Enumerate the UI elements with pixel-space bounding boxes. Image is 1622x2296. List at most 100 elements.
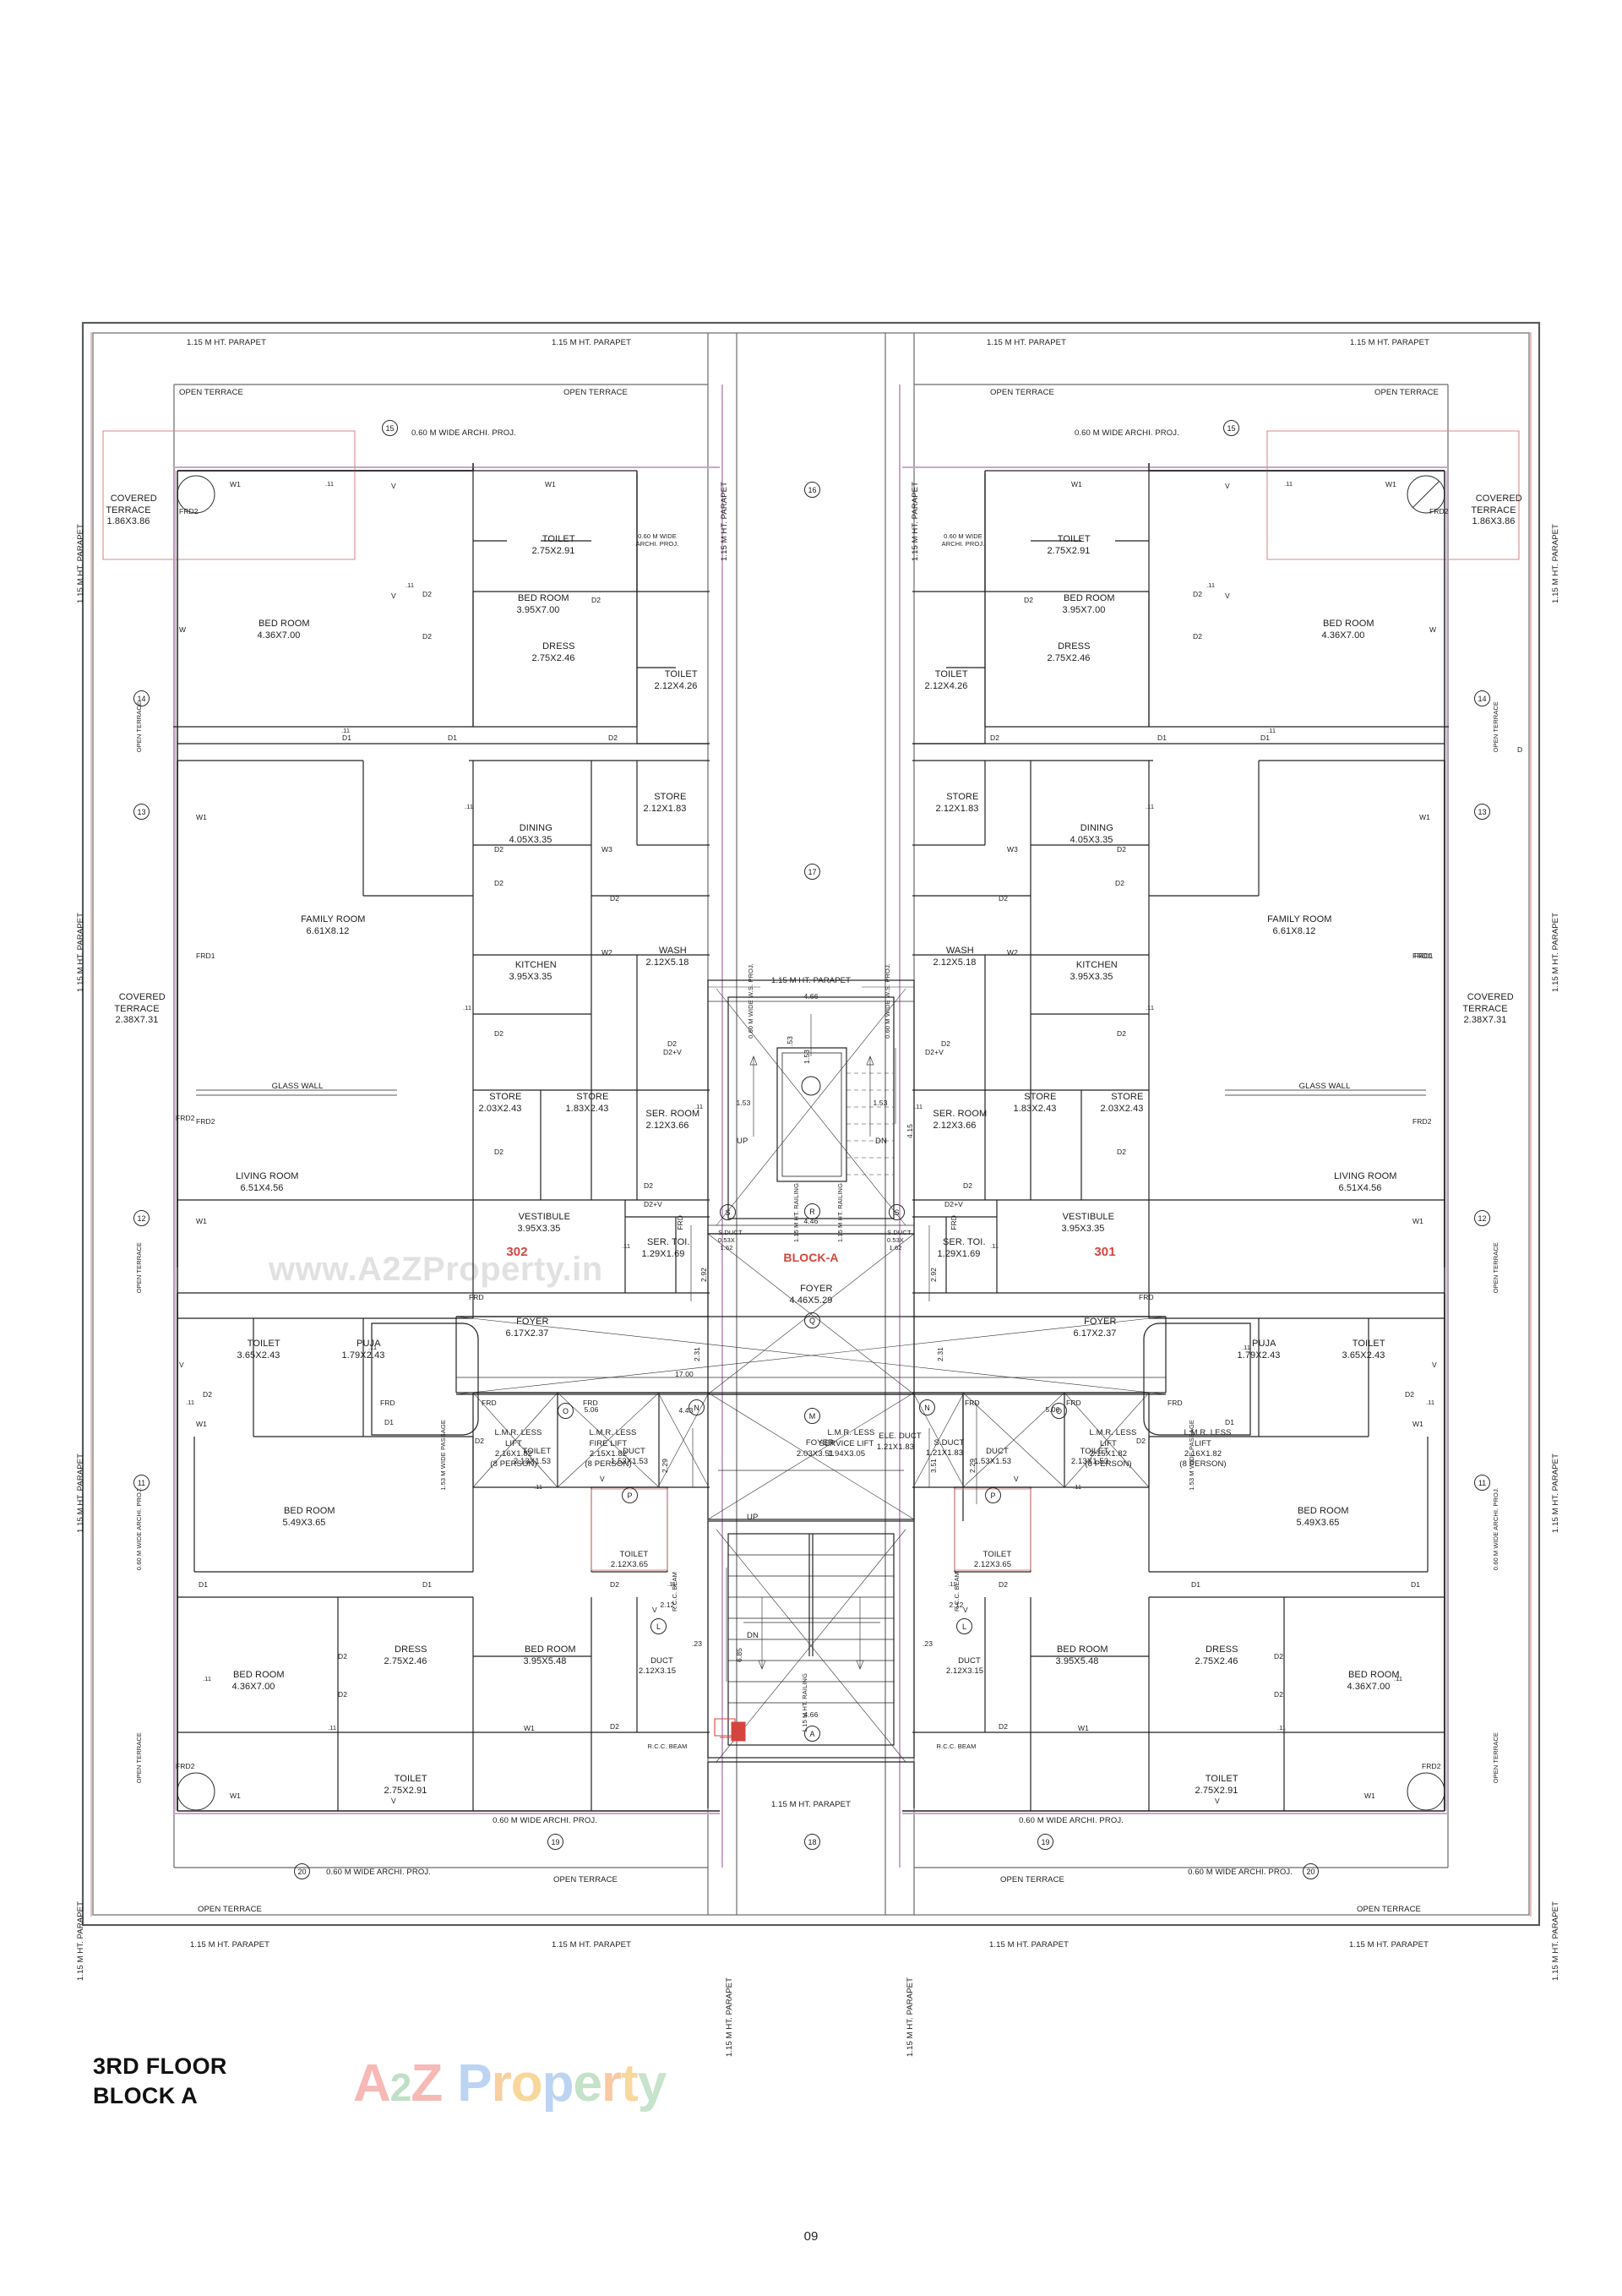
- archi-proj-label: 0.60 M WIDE ARCHI. PROJ.: [326, 1868, 431, 1877]
- window-tag: W1: [1385, 480, 1396, 488]
- door-tag: D2+V: [944, 1200, 963, 1208]
- open-terrace-label-vertical: OPEN TERRACE: [135, 1242, 143, 1294]
- block-label: BLOCK-A: [783, 1251, 839, 1264]
- door-tag: D2+V: [644, 1200, 662, 1208]
- vent-tag: V: [1432, 1361, 1437, 1369]
- archi-proj-label: 0.60 M WIDE ARCHI. PROJ.: [1075, 428, 1179, 438]
- railing-label: 1.15 M HT. RAILING: [792, 1183, 800, 1243]
- grid-marker: P: [622, 1487, 638, 1503]
- door-tag: D2: [338, 1690, 348, 1699]
- parapet-label-vertical: 1.15 M HT. PARAPET: [720, 482, 729, 562]
- door-tag: D2: [963, 1181, 973, 1190]
- dimension-value: 2.29: [661, 1459, 669, 1473]
- door-tag: FRD: [1139, 1293, 1154, 1301]
- door-tag: FRD1: [196, 952, 215, 960]
- railing-label: 1.15 M HT. RAILING: [801, 1673, 808, 1733]
- door-tag: FRD1: [1412, 952, 1432, 960]
- grid-marker: 12: [133, 1210, 150, 1226]
- ws-proj-label: 0.60 M WIDE W.S. PROJ.: [884, 963, 891, 1039]
- dimension-value: 3.51: [929, 1459, 938, 1473]
- thickness-tick: .11: [1206, 581, 1216, 589]
- archi-proj-label: 0.60 M WIDE ARCHI. PROJ.: [493, 1816, 597, 1825]
- dimension-value: 4.15: [906, 1124, 914, 1138]
- dimension-value: 2.31: [936, 1347, 944, 1361]
- door-tag: D2: [1274, 1690, 1284, 1699]
- archi-proj-label-vertical: 0.60 M WIDE ARCHI. PROJ.: [135, 1487, 143, 1571]
- rcc-beam-label: R.C.C. BEAM: [936, 1742, 977, 1750]
- door-tag: D1: [1260, 734, 1271, 742]
- door-tag: D2: [608, 734, 618, 742]
- dimension-value: 6.85: [735, 1648, 743, 1662]
- vent-tag: V: [600, 1475, 605, 1483]
- thickness-tick: .11: [1146, 1004, 1155, 1012]
- door-tag: D2: [1193, 632, 1203, 641]
- grid-marker: 16: [804, 482, 820, 498]
- rcc-beam-label: R.C.C. BEAM: [647, 1742, 688, 1750]
- window-tag: W1: [524, 1724, 535, 1732]
- grid-marker: 20: [1303, 1863, 1319, 1879]
- door-tag: D1: [422, 1580, 433, 1589]
- door-tag: FRD: [950, 1215, 958, 1230]
- thickness-tick: .11: [1242, 1344, 1251, 1351]
- glass-wall-label: GLASS WALL: [1298, 1082, 1351, 1091]
- open-terrace-label: OPEN TERRACE: [1357, 1905, 1421, 1914]
- door-tag: D2: [1024, 596, 1034, 604]
- grid-marker: L: [956, 1618, 972, 1634]
- thickness-tick: .11: [1146, 803, 1155, 810]
- open-terrace-label: OPEN TERRACE: [990, 388, 1054, 397]
- window-tag: W1: [1412, 1420, 1423, 1428]
- thickness-tick: .11: [1267, 727, 1276, 734]
- thickness-tick: .11: [694, 1103, 704, 1110]
- door-tag: D2: [422, 590, 433, 598]
- vent-tag: V: [652, 1606, 657, 1614]
- archi-proj-label: 0.60 M WIDE ARCHI. PROJ.: [1019, 1816, 1124, 1825]
- vent-tag: V: [1014, 1475, 1019, 1483]
- dimension-value: .23: [691, 1639, 703, 1648]
- thickness-tick: .11: [990, 1242, 999, 1250]
- door-tag: FRD2: [179, 507, 199, 515]
- unit-number-left: 302: [506, 1245, 528, 1259]
- door-tag: FRD2: [176, 1114, 195, 1122]
- thickness-tick: .11: [948, 1580, 957, 1588]
- thickness-tick: .11: [465, 803, 474, 810]
- open-terrace-label: OPEN TERRACE: [1374, 388, 1439, 397]
- archi-proj-label: 0.60 M WIDE ARCHI. PROJ.: [411, 428, 516, 438]
- thickness-tick: .11: [463, 1004, 472, 1012]
- door-tag: D2: [203, 1390, 213, 1399]
- thickness-tick: .11: [667, 1580, 677, 1588]
- open-terrace-label: OPEN TERRACE: [1000, 1875, 1064, 1884]
- grid-marker: 12: [1474, 1210, 1490, 1226]
- room-label: SER. TOI.1.29X1.69: [937, 1236, 986, 1259]
- door-tag: D2: [999, 1580, 1009, 1589]
- parapet-label: 1.15 M HT. PARAPET: [551, 1940, 632, 1950]
- parapet-label: 1.15 M HT. PARAPET: [186, 338, 267, 347]
- parapet-label-vertical: 1.15 M HT. PARAPET: [76, 524, 85, 604]
- dn-label: DN: [875, 1137, 887, 1146]
- door-tag: D1: [342, 734, 352, 742]
- open-terrace-label-vertical: OPEN TERRACE: [1492, 701, 1500, 753]
- grid-marker: 15: [1223, 420, 1239, 436]
- parapet-label: 1.15 M HT. PARAPET: [551, 338, 632, 347]
- window-tag: W1: [1419, 813, 1430, 821]
- window-tag: W: [179, 625, 187, 634]
